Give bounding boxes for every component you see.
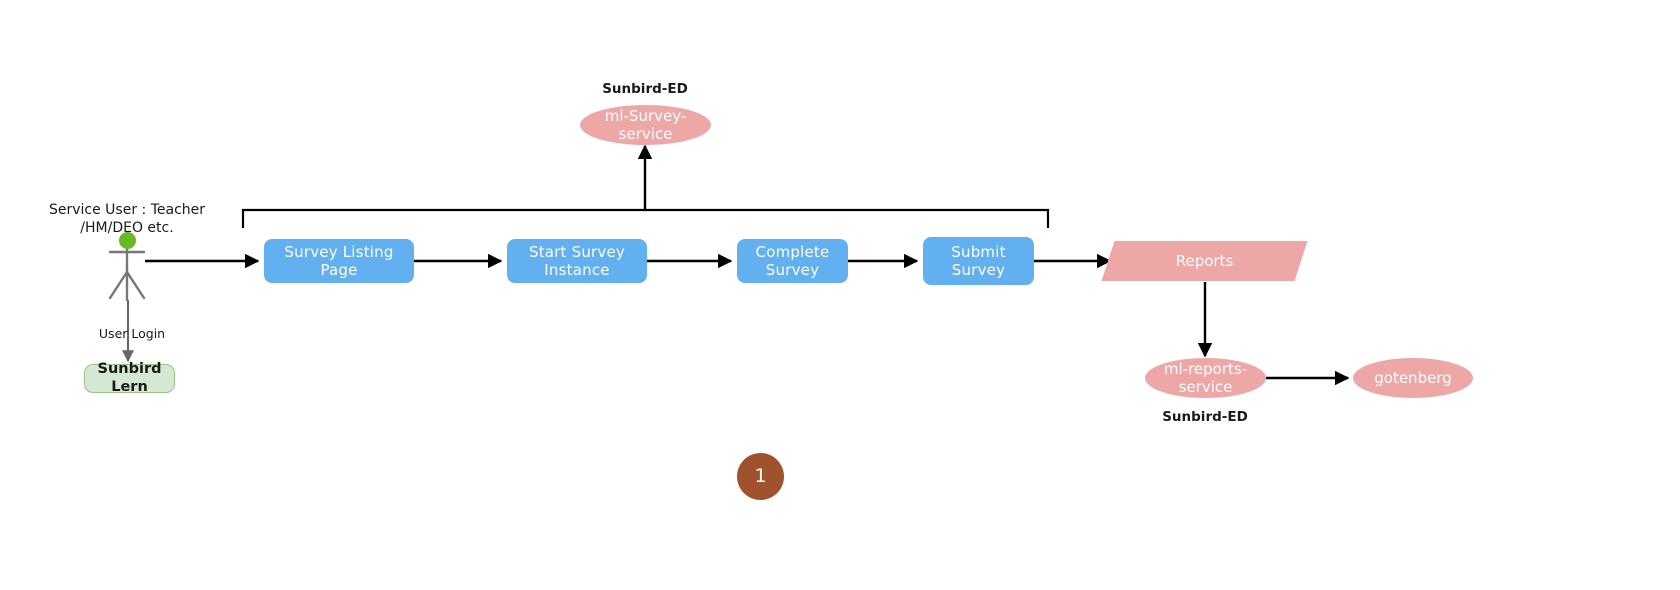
node-ml-reports-service[interactable]: ml-reports-service (1145, 358, 1266, 398)
node-submit-survey[interactable]: Submit Survey (923, 237, 1034, 285)
sunbird-ed-top-label: Sunbird-ED (602, 81, 688, 97)
edge-bracket-to-ml-survey-service (241, 208, 1050, 228)
node-gotenberg-label: gotenberg (1374, 369, 1452, 387)
node-ml-survey-service-label: ml-Survey-service (604, 107, 687, 143)
node-complete-survey[interactable]: Complete Survey (737, 239, 848, 283)
node-gotenberg[interactable]: gotenberg (1353, 358, 1473, 398)
actor-figure (108, 246, 146, 302)
node-sunbird-lern-label: Sunbird Lern (97, 361, 162, 395)
node-ml-survey-service[interactable]: ml-Survey-service (580, 105, 711, 145)
diagram-number-badge-label: 1 (754, 465, 767, 488)
user-login-label: User Login (98, 326, 166, 341)
node-submit-survey-label: Submit Survey (951, 243, 1006, 279)
node-survey-listing-page-label: Survey Listing Page (284, 243, 394, 279)
node-survey-listing-page[interactable]: Survey Listing Page (264, 239, 414, 283)
sunbird-ed-bottom-label: Sunbird-ED (1162, 409, 1248, 425)
node-reports[interactable]: Reports (1101, 241, 1308, 281)
actor-head-icon (119, 232, 136, 249)
node-start-survey-instance-label: Start Survey Instance (529, 243, 625, 279)
node-reports-label: Reports (1175, 252, 1234, 270)
diagram-number-badge: 1 (737, 453, 784, 500)
node-sunbird-lern[interactable]: Sunbird Lern (84, 361, 175, 395)
node-start-survey-instance[interactable]: Start Survey Instance (507, 239, 647, 283)
node-complete-survey-label: Complete Survey (755, 243, 830, 279)
actor-label: Service User : Teacher /HM/DEO etc. (48, 202, 206, 236)
node-ml-reports-service-label: ml-reports-service (1163, 360, 1248, 396)
